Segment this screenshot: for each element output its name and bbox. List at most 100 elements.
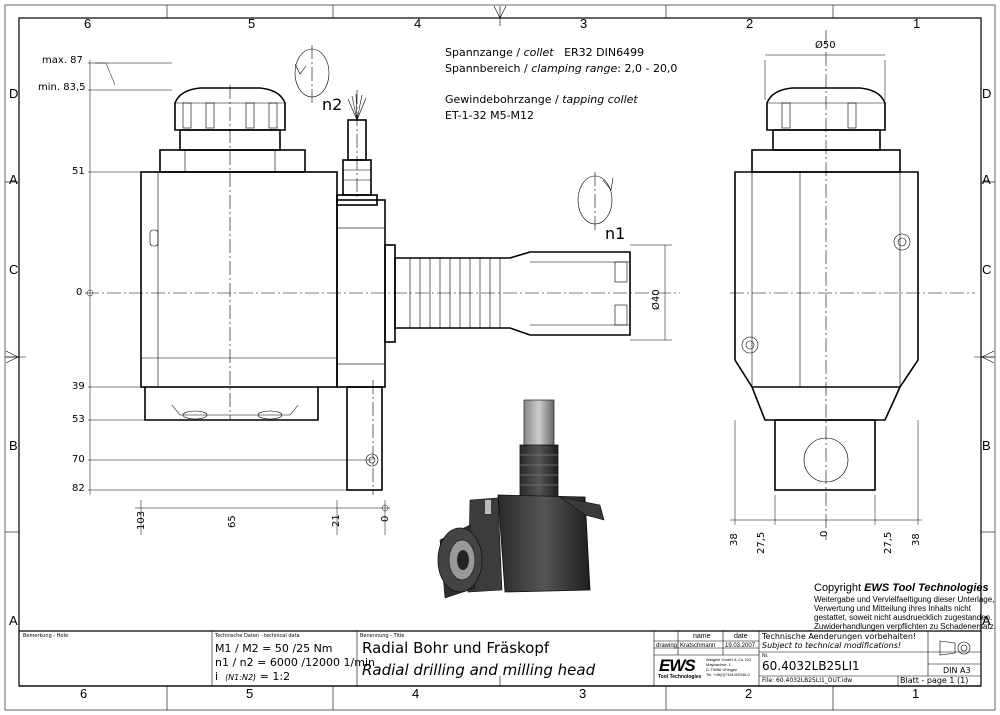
title-label: Benennung - Title <box>360 633 405 639</box>
paper-format: DIN A3 <box>943 666 971 675</box>
col-label-2: 2 <box>746 16 753 31</box>
front-housing <box>734 171 919 388</box>
copyright-prefix: Copyright <box>814 582 865 594</box>
dim-53: 53 <box>72 414 85 425</box>
dim-82: 82 <box>72 483 85 494</box>
drawing-number: 60.4032LB25LI1 <box>762 659 860 673</box>
col-label-4: 4 <box>414 16 421 31</box>
max-dim: max. 87 <box>42 55 83 66</box>
dim-0-bottom: 0 <box>380 515 391 522</box>
row-label-b: B <box>9 438 18 453</box>
title-english: Radial drilling and milling head <box>362 661 596 679</box>
company-address-2: Maybachstr. 1 <box>706 662 731 667</box>
row-label-d-right: D <box>982 86 991 101</box>
col-label-1-bottom: 1 <box>912 686 919 701</box>
min-dim: min. 83,5 <box>38 82 86 93</box>
changes-notice-en: Subject to technical modifications! <box>762 641 902 650</box>
main-housing <box>140 171 338 388</box>
copyright-line-2: Weitergabe und Vervielfaeltigung dieser … <box>814 595 995 604</box>
dim-70: 70 <box>72 454 85 465</box>
range-note: Spannbereich / clamping range: 2,0 - 20,… <box>445 63 677 74</box>
copyright-title: Copyright EWS Tool Technologies <box>814 583 989 594</box>
speed-line: n1 / n2 = 6000 /12000 1/min <box>215 656 375 669</box>
col-label-5-bottom: 5 <box>246 686 253 701</box>
col-label-2-bottom: 2 <box>745 686 752 701</box>
dim-27-5-right: 27,5 <box>883 531 894 554</box>
ratio-line: i (N1:N2) = 1:2 <box>215 671 290 682</box>
dim-0-right: 0 <box>819 530 830 537</box>
dim-51: 51 <box>72 166 85 177</box>
tap-spec: ET-1-32 M5-M12 <box>445 109 535 122</box>
row-label-b-right: B <box>982 438 991 453</box>
collet-note: Spannzange / collet ER32 DIN6499 <box>445 47 644 58</box>
copyright-brand: EWS Tool Technologies <box>864 582 989 594</box>
drawing-label: drawing <box>656 643 678 649</box>
company-address-4: Tel. +49(0)7161/93040-0 <box>706 672 750 677</box>
col-label-6: 6 <box>84 16 91 31</box>
collet-label-de: Spannzange / <box>445 46 524 59</box>
collet-spec: ER32 DIN6499 <box>564 46 645 59</box>
dim-39: 39 <box>72 381 85 392</box>
title-german: Radial Bohr und Fräskopf <box>362 639 550 657</box>
company-logo: EWS <box>659 656 696 675</box>
tech-data-label: Technische Daten - technical data <box>215 633 300 639</box>
date-header: date <box>734 633 748 640</box>
centering-marks <box>5 5 995 686</box>
ratio-value: = 1:2 <box>259 670 291 683</box>
dim-diameter-50: Ø50 <box>815 40 836 51</box>
dim-21: 21 <box>331 514 342 527</box>
n2-label: n2 <box>322 95 343 114</box>
row-label-a-right: A <box>982 613 991 628</box>
company-address-3: D-73066 Uhingen <box>706 667 738 672</box>
dim-38-left: 38 <box>729 533 740 546</box>
n1-label: n1 <box>605 224 626 243</box>
changes-notice-de: Technische Aenderungen vorbehalten! <box>762 632 917 641</box>
tap-label-en: tapping collet <box>562 93 638 106</box>
col-label-5: 5 <box>248 16 255 31</box>
ratio-symbol: i <box>215 670 219 683</box>
range-label-de: Spannbereich / <box>445 62 532 75</box>
row-label-d: D <box>9 86 18 101</box>
dim-103: 103 <box>136 510 147 530</box>
dim-diameter-40: Ø40 <box>651 289 662 310</box>
torque-line: M1 / M2 = 50 /25 Nm <box>215 642 333 655</box>
dim-65: 65 <box>227 515 238 528</box>
drawer-name: Kratschmann <box>680 643 716 649</box>
row-label-a-right-upper: A <box>982 172 991 187</box>
remarks-label: Bemerkung - Hole <box>23 633 69 639</box>
dim-0: 0 <box>76 287 83 298</box>
title-block-frame <box>19 630 981 687</box>
ratio-subscript: (N1:N2) <box>225 673 257 682</box>
col-label-1: 1 <box>913 16 920 31</box>
range-label-en: clamping range <box>531 62 618 75</box>
copyright-line-5: Zuwiderhandlungen verpflichten zu Schade… <box>814 622 996 631</box>
dim-38-right: 38 <box>911 533 922 546</box>
company-address-1: Weigele GmbH & Co. KG <box>706 657 752 662</box>
file-name: File: 60.4032LB25LI1_OUT.idw <box>762 677 853 684</box>
outer-border <box>4 4 996 711</box>
col-label-4-bottom: 4 <box>412 686 419 701</box>
side-view <box>85 45 680 495</box>
collet-label-en: collet <box>523 46 554 59</box>
number-label: Nr. <box>762 653 769 659</box>
dim-27-5-left: 27,5 <box>756 531 767 554</box>
isometric-render <box>437 399 605 599</box>
company-subtitle: Tool Technologies <box>658 674 702 680</box>
col-label-6-bottom: 6 <box>80 686 87 701</box>
col-label-3: 3 <box>580 16 587 31</box>
tap-label-de: Gewindebohrzange / <box>445 93 563 106</box>
tapping-note: Gewindebohrzange / tapping collet <box>445 94 638 105</box>
radial-spindle <box>394 251 631 336</box>
front-view <box>730 30 975 540</box>
row-label-a-upper: A <box>9 172 18 187</box>
row-label-c-right: C <box>982 262 991 277</box>
drawing-date: 19.03.2007 <box>725 643 756 649</box>
sheet-page: Blatt - page 1 (1) <box>900 676 969 685</box>
row-label-c: C <box>9 262 18 277</box>
name-header: name <box>693 633 711 640</box>
side-view-dimensions <box>86 60 672 535</box>
copyright-line-3: Verwertung und Mitteilung ihres Inhalts … <box>814 604 971 613</box>
copyright-line-4: gestattet, soweit nicht ausdruecklich zu… <box>814 613 993 622</box>
